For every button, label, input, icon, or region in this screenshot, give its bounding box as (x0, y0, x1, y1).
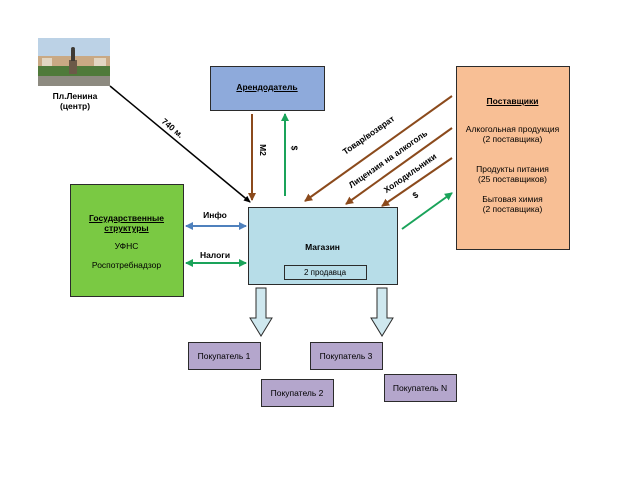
shop-title: Магазин (305, 242, 340, 252)
buyer-1: Покупатель 1 (188, 342, 261, 370)
government-title: Государственные структуры (88, 213, 165, 234)
suppliers-chem: Бытовая химия (2 поставщика) (482, 194, 543, 215)
suppliers-box: Поставщики Алкогольная продукция (2 пост… (456, 66, 570, 250)
license-arrow (345, 127, 453, 205)
payment-supplier-arrow (401, 192, 453, 230)
shop-staff-box: 2 продавца (284, 265, 367, 280)
down-arrow-right (370, 287, 394, 337)
distance-arrow (109, 85, 251, 203)
government-item-ufns: УФНС (114, 241, 139, 251)
buyer-2: Покупатель 2 (261, 379, 334, 407)
buyer-3: Покупатель 3 (310, 342, 383, 370)
suppliers-title: Поставщики (486, 96, 539, 106)
fridges-arrow (381, 157, 453, 207)
down-arrow-left (249, 287, 273, 337)
taxes-label: Налоги (199, 250, 231, 260)
landmark-label: Пл.Ленина (центр) (52, 91, 98, 112)
dollar-landlord-label: $ (289, 145, 300, 151)
m2-label: М2 (257, 144, 268, 156)
landlord-title: Арендодатель (236, 82, 298, 92)
info-label: Инфо (203, 210, 227, 220)
statue-photo (38, 38, 110, 86)
suppliers-alcohol: Алкогольная продукция (2 поставщика) (465, 124, 560, 145)
suppliers-food: Продукты питания (25 поставщиков) (476, 164, 549, 185)
government-box: Государственные структуры УФНС Роспотреб… (70, 184, 184, 297)
buyer-n: Покупатель N (384, 374, 457, 402)
shop-box: Магазин 2 продавца (248, 207, 398, 285)
landlord-box: Арендодатель (210, 66, 325, 111)
shop-staff: 2 продавца (303, 268, 347, 277)
goods-arrow (304, 95, 453, 202)
government-item-rospotreb: Роспотребнадзор (91, 260, 162, 270)
